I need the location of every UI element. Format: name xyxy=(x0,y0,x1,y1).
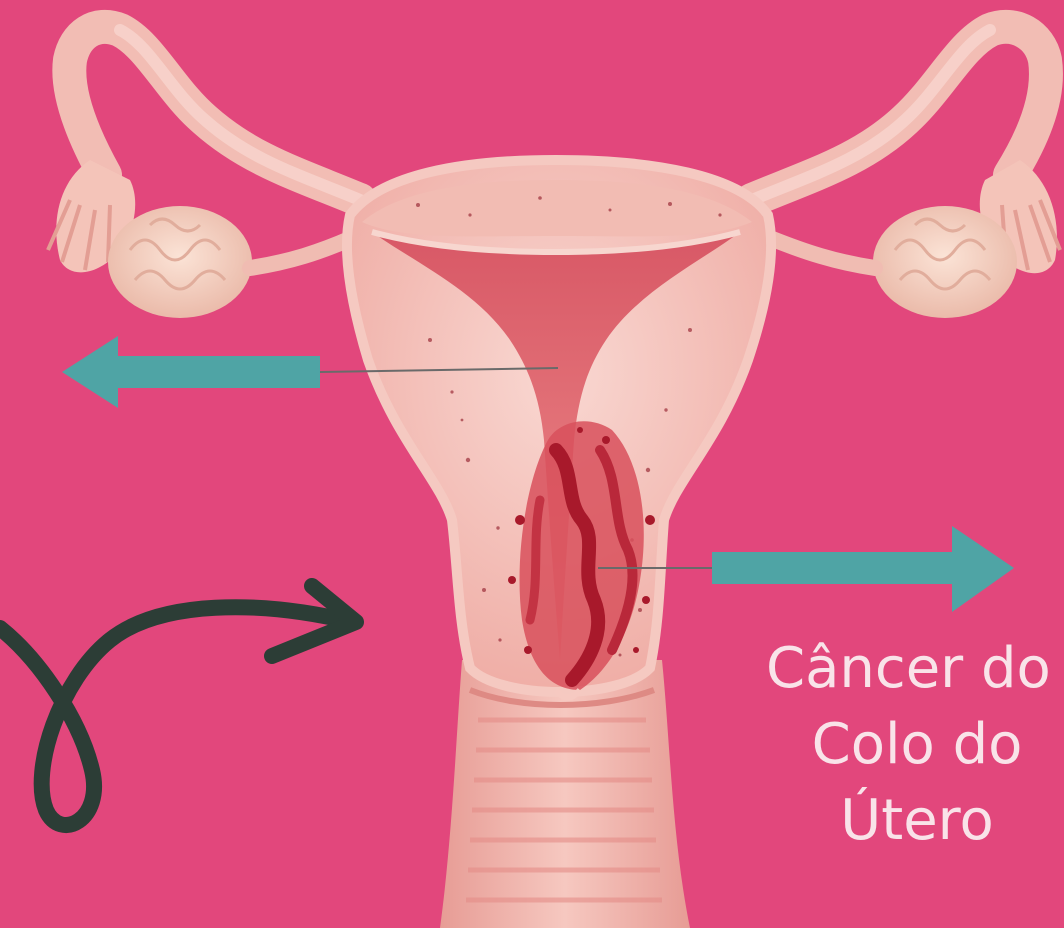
label-line-1: Câncer do xyxy=(766,636,1064,702)
curly-arrow-icon xyxy=(0,586,356,825)
arrow-right-icon xyxy=(712,526,1014,612)
right-ovary xyxy=(770,206,1017,318)
arrow-left-icon xyxy=(62,336,320,408)
left-ovary xyxy=(108,206,352,318)
label-line-2: Colo do xyxy=(792,712,1042,778)
label-line-3: Útero xyxy=(792,788,1042,854)
vagina xyxy=(440,660,690,928)
